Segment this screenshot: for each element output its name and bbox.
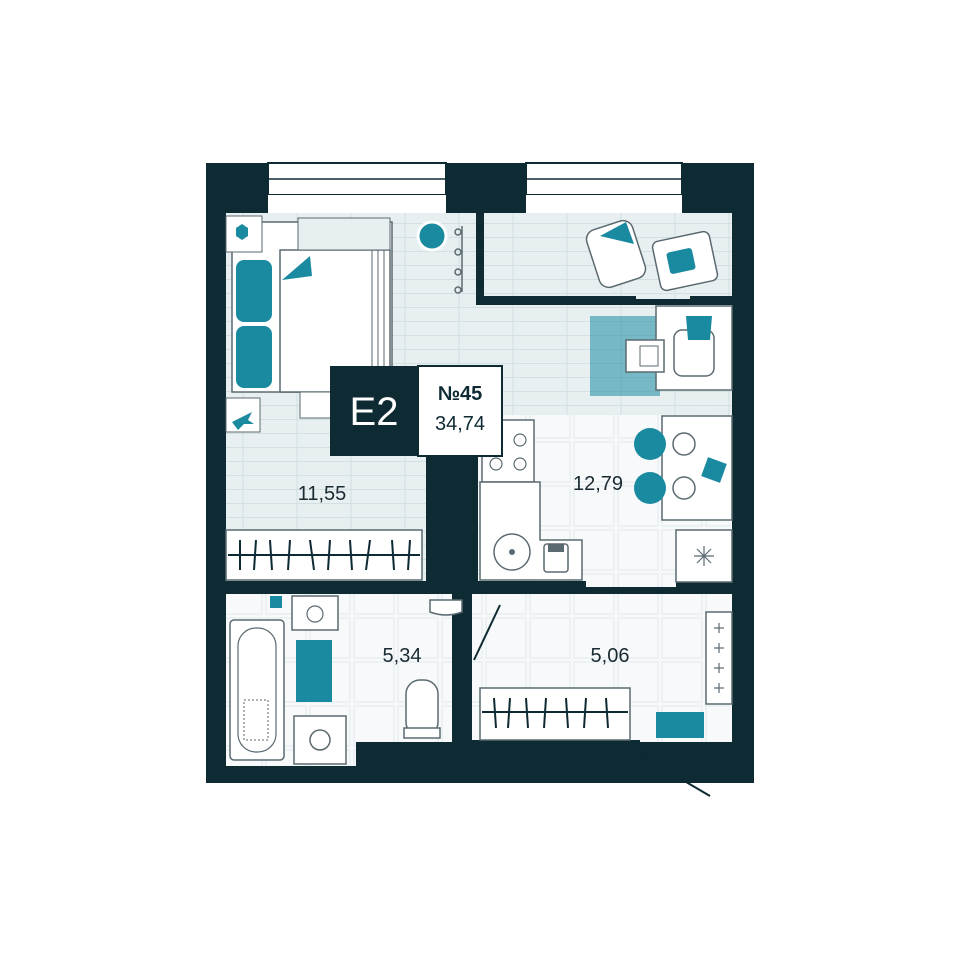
bathroom-sink-hallway <box>429 599 463 616</box>
entrance-door <box>639 754 711 797</box>
balcony-furniture <box>585 219 719 292</box>
hallway-wardrobe <box>479 687 631 741</box>
bedroom-wardrobe <box>225 529 423 581</box>
apartment-number: №45 <box>438 383 483 405</box>
blanket-fold <box>282 256 312 280</box>
windows <box>267 162 683 213</box>
pillow-bottom <box>236 326 272 388</box>
bathroom-fixtures <box>229 595 463 765</box>
bath-mat <box>296 640 332 702</box>
doors <box>473 604 711 797</box>
entrance-mat <box>656 712 704 738</box>
dining-chair-bottom <box>634 472 666 504</box>
bathroom-door <box>473 604 501 661</box>
bedside-rug <box>299 391 335 419</box>
ceiling-lamp-icon <box>416 220 448 252</box>
room-area-bedroom: 11,55 <box>298 483 347 505</box>
balcony-partition <box>476 213 732 304</box>
wall-hooks <box>454 226 463 294</box>
apartment-type-code: E2 <box>350 390 399 434</box>
badge-type-box <box>330 366 418 456</box>
toy-mat <box>225 397 261 433</box>
washing-machine <box>293 715 347 765</box>
table-decor <box>701 457 727 483</box>
room-labels: 11,55 12,79 5,34 5,06 <box>298 473 630 667</box>
headboard-rug <box>297 217 391 251</box>
toy-plane-icon <box>232 412 254 430</box>
room-area-bathroom: 5,34 <box>383 645 422 667</box>
room-area-hallway: 5,06 <box>591 645 630 667</box>
kitchen-furniture <box>479 415 733 583</box>
plant-icon <box>236 224 248 240</box>
hallway-furniture <box>479 611 733 741</box>
badge-info-box <box>417 365 503 457</box>
snowflake-icon <box>694 546 714 566</box>
soap-icon <box>270 596 282 608</box>
study-corner <box>590 305 733 396</box>
washbasin <box>291 595 339 631</box>
apartment-total-area: 34,74 <box>435 413 485 435</box>
pillow-top <box>236 260 272 322</box>
shower-mat <box>243 699 269 741</box>
dining-chair-top <box>634 428 666 460</box>
apartment-badge: E2 №45 34,74 <box>330 365 503 457</box>
room-area-kitchen: 12,79 <box>573 473 623 495</box>
